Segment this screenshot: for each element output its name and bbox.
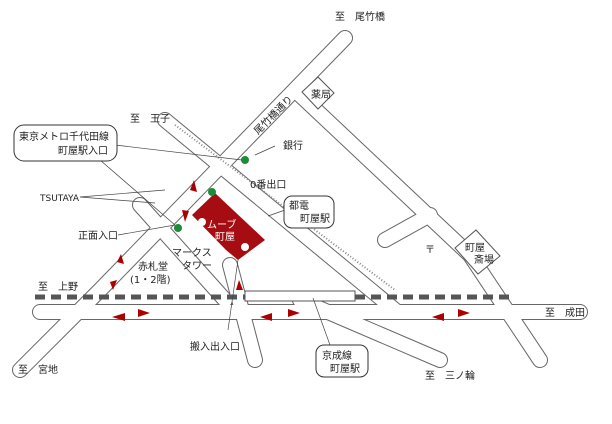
metro-exit-marker bbox=[208, 188, 216, 196]
label-to-minowa: 至 三ノ輪 bbox=[425, 369, 475, 382]
label-metro-line: 東京メトロ千代田線 bbox=[19, 130, 109, 143]
label-move-2: 町屋 bbox=[215, 231, 235, 243]
building-marker bbox=[198, 218, 206, 226]
label-marks-1: マークス bbox=[172, 247, 212, 259]
keisei-station-building bbox=[244, 290, 356, 302]
building-marker bbox=[241, 243, 249, 251]
label-toden-1: 都電 bbox=[289, 200, 309, 212]
label-metro-entrance: 町屋駅入口 bbox=[58, 145, 108, 157]
label-toden-2: 町屋駅 bbox=[300, 213, 330, 225]
label-loading-entrance: 搬入出入口 bbox=[190, 340, 240, 353]
metro-entrance-callout bbox=[13, 124, 118, 162]
label-akafudado: 赤札堂 bbox=[138, 260, 168, 273]
exit-0-marker bbox=[241, 156, 249, 164]
pharmacy-building bbox=[301, 76, 335, 110]
label-marks-2: タワー bbox=[182, 260, 212, 272]
label-move-1: ムーブ bbox=[207, 218, 236, 231]
toden-railway bbox=[174, 124, 396, 291]
label-otakebashi-dori: 尾竹橋通り bbox=[251, 93, 296, 138]
label-saijo-1: 町屋 bbox=[465, 242, 485, 254]
saijo-building bbox=[454, 229, 501, 275]
post-office-icon: 〒 bbox=[425, 245, 435, 256]
roads bbox=[12, 30, 588, 378]
label-to-narita: 至 成田 bbox=[545, 307, 585, 319]
leader-lines bbox=[79, 144, 331, 346]
label-keisei-2: 町屋駅 bbox=[330, 363, 360, 375]
label-to-ueno: 至 上野 bbox=[38, 281, 78, 293]
label-main-entrance: 正面入口 bbox=[78, 231, 118, 242]
label-pharmacy: 薬局 bbox=[311, 89, 331, 101]
main-entrance-marker bbox=[174, 224, 182, 232]
label-bank: 銀行 bbox=[283, 139, 303, 152]
keisei-station-callout bbox=[315, 344, 369, 378]
toden-station-callout bbox=[283, 195, 335, 229]
move-machiya-building bbox=[192, 193, 265, 260]
traffic-arrows bbox=[110, 180, 470, 321]
label-akafudado-floors: (1・2階) bbox=[130, 274, 171, 286]
label-to-otakebashi: 至 尾竹橋 bbox=[335, 10, 385, 23]
label-keisei-1: 京成線 bbox=[322, 349, 352, 362]
label-to-oji: 至 王子 bbox=[130, 113, 170, 125]
label-tsutaya: TSUTAYA bbox=[39, 194, 80, 204]
label-exit-0: 0番出口 bbox=[250, 178, 286, 191]
label-saijo-2: 斎場 bbox=[474, 253, 494, 266]
label-to-miyaji: 至 宮地 bbox=[18, 363, 58, 376]
